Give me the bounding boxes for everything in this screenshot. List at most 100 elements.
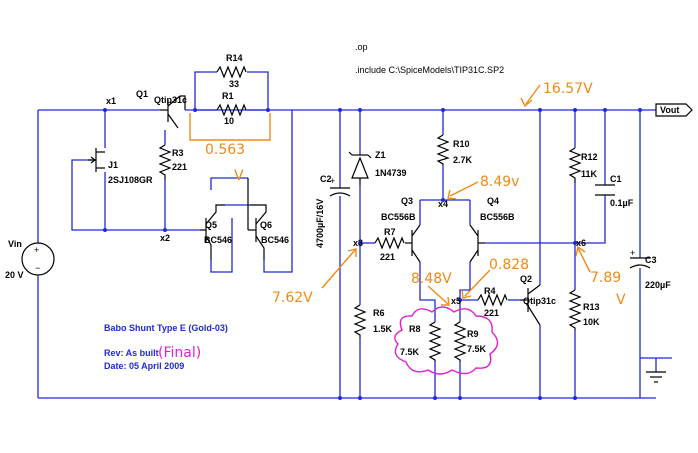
q3-ref: Q3 [401,196,413,206]
r6-value: 1.5K [373,324,393,334]
r4-value: 221 [484,308,499,318]
q2-ref: Q2 [520,274,532,284]
q2-value: Qtip31c [523,296,556,306]
capacitor-c2: + [329,176,351,210]
components: + − + [21,65,693,383]
j1-value: 2SJ108GR [108,175,153,185]
annotations: 0.563 V 16.57V 8.49v 0.828 8.48V 7.62V 7… [158,81,626,375]
r10-ref: R10 [453,139,470,149]
vin-ref: Vin [8,239,22,249]
q6-value: BC546 [261,235,289,245]
node-x6: x6 [576,238,586,248]
c2-ref: C2 [320,174,332,184]
annotation-v-x5-right: 0.828 [489,257,529,273]
c1-value: 0.1µF [610,198,634,208]
q5-value: BC546 [204,235,232,245]
resistor-r9 [453,321,467,362]
r14-value: 33 [229,79,239,89]
annotation-v-r1-unit: V [234,168,244,184]
resistor-r12 [568,147,582,183]
r7-ref: R7 [384,227,396,237]
node-x1: x1 [106,96,116,106]
q4-value: BC556B [480,212,515,222]
q5-ref: Q5 [205,220,217,230]
q6-ref: Q6 [260,220,272,230]
transistor-q3 [405,224,421,263]
q1-ref: Q1 [136,89,148,99]
transistor-q5 [200,204,225,260]
r6-ref: R6 [373,308,385,318]
r1-value: 10 [224,116,234,126]
svg-text:−: − [35,263,40,273]
resistor-r7 [374,236,405,250]
svg-text:+: + [630,248,635,258]
annotation-v-x4: 8.49v [480,174,519,190]
resistor-r13 [568,289,582,330]
rev-text: Rev: As built [104,348,159,358]
annotation-final: (Final) [158,345,201,361]
output-label: Vout [660,105,679,115]
r7-value: 221 [380,252,395,262]
voltage-source-vin: + − [21,242,55,276]
j1-ref: J1 [108,160,118,170]
transistor-q1 [160,95,186,129]
resistor-r3 [158,144,172,180]
capacitor-c3: + [629,248,651,269]
output-flag [655,103,693,117]
annotation-v-x3: 7.62V [272,290,313,306]
resistor-r6 [353,304,367,338]
c2-value: 4700µF/16V [315,199,325,248]
junction-dots [103,108,642,400]
z1-value: 1N4739 [375,168,407,178]
r3-ref: R3 [172,148,184,158]
date-text: Date: 05 April 2009 [104,361,184,371]
resistor-r10 [436,134,450,165]
vin-value: 20 V [5,270,24,280]
node-x3: x3 [353,238,363,248]
annotation-v-x6-unit: V [616,292,626,308]
jfet-j1 [88,148,105,172]
resistor-r8 [428,321,442,362]
resistor-r14 [216,65,247,79]
directive-include: .include C:\SpiceModels\TIP31C.SP2 [355,65,504,75]
annotation-v-x5-left: 8.48V [411,271,452,287]
r1-ref: R1 [222,91,234,101]
node-x4: x4 [438,199,448,209]
annotation-v-r1: 0.563 [205,142,245,158]
svg-text:+: + [330,176,335,186]
node-x2: x2 [160,233,170,243]
transistor-q4 [469,224,485,263]
svg-text:+: + [34,245,39,255]
labels: .op .include C:\SpiceModels\TIP31C.SP2 x… [5,42,679,371]
wires [37,71,672,399]
annotation-v-x6: 7.89 [590,270,621,286]
directive-op: .op [355,42,368,52]
r3-value: 221 [172,162,187,172]
highlight-cloud [394,306,499,375]
title-text: Babo Shunt Type E (Gold-03) [104,323,228,333]
z1-ref: Z1 [375,150,386,160]
r9-value: 7.5K [467,344,487,354]
node-x5: x5 [451,296,461,306]
r9-ref: R9 [467,329,479,339]
r4-ref: R4 [484,286,496,296]
capacitor-c1 [595,184,615,196]
q1-value: Qtip31c [154,95,187,105]
transistor-q2 [520,284,541,326]
ground-symbol [646,371,666,383]
r12-ref: R12 [581,152,598,162]
resistor-r1 [216,103,247,117]
zener-z1 [348,151,372,185]
r8-ref: R8 [409,324,421,334]
r13-ref: R13 [583,302,600,312]
c1-ref: C1 [610,174,622,184]
r12-value: 11K [581,169,598,179]
c3-ref: C3 [645,255,657,265]
transistor-q6 [247,178,267,260]
r13-value: 10K [583,317,600,327]
r10-value: 2.7K [453,155,473,165]
r14-ref: R14 [226,53,243,63]
c3-value: 220µF [645,280,671,290]
